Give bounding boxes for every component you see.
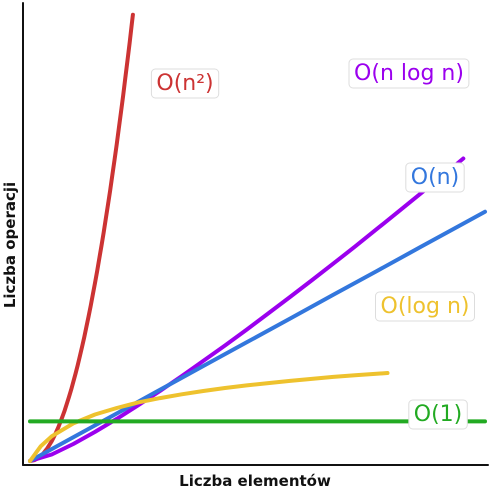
series-label-o-n: O(n)	[405, 162, 465, 193]
series-label-box	[348, 58, 470, 89]
series-label-text: O(n)	[411, 165, 459, 190]
series-label-o-1: O(1)	[408, 399, 468, 430]
series-label-box	[150, 68, 220, 99]
series-line-o-n	[28, 12, 135, 463]
series-label-o-n: O(n²)	[150, 68, 220, 99]
series-line-o-n	[28, 209, 487, 463]
series-label-box	[405, 162, 465, 193]
series-layer	[28, 12, 487, 463]
series-label-o-n-log-n: O(n log n)	[348, 58, 470, 89]
series-label-box	[375, 291, 475, 322]
series-line-o-log-n	[28, 371, 390, 463]
x-axis-label: Liczba elementów	[179, 472, 331, 490]
label-layer: O(n²) O(n log n) O(n) O(log n) O(1)	[150, 58, 475, 430]
series-label-box	[408, 399, 468, 430]
series-label-text: O(log n)	[381, 294, 470, 319]
series-label-text: O(n²)	[156, 71, 213, 96]
series-line-o-n-log-n	[28, 156, 466, 463]
series-label-text: O(n log n)	[354, 61, 464, 86]
series-label-text: O(1)	[414, 402, 462, 427]
series-label-o-log-n: O(log n)	[375, 291, 475, 322]
y-axis-label: Liczba operacji	[1, 182, 19, 308]
